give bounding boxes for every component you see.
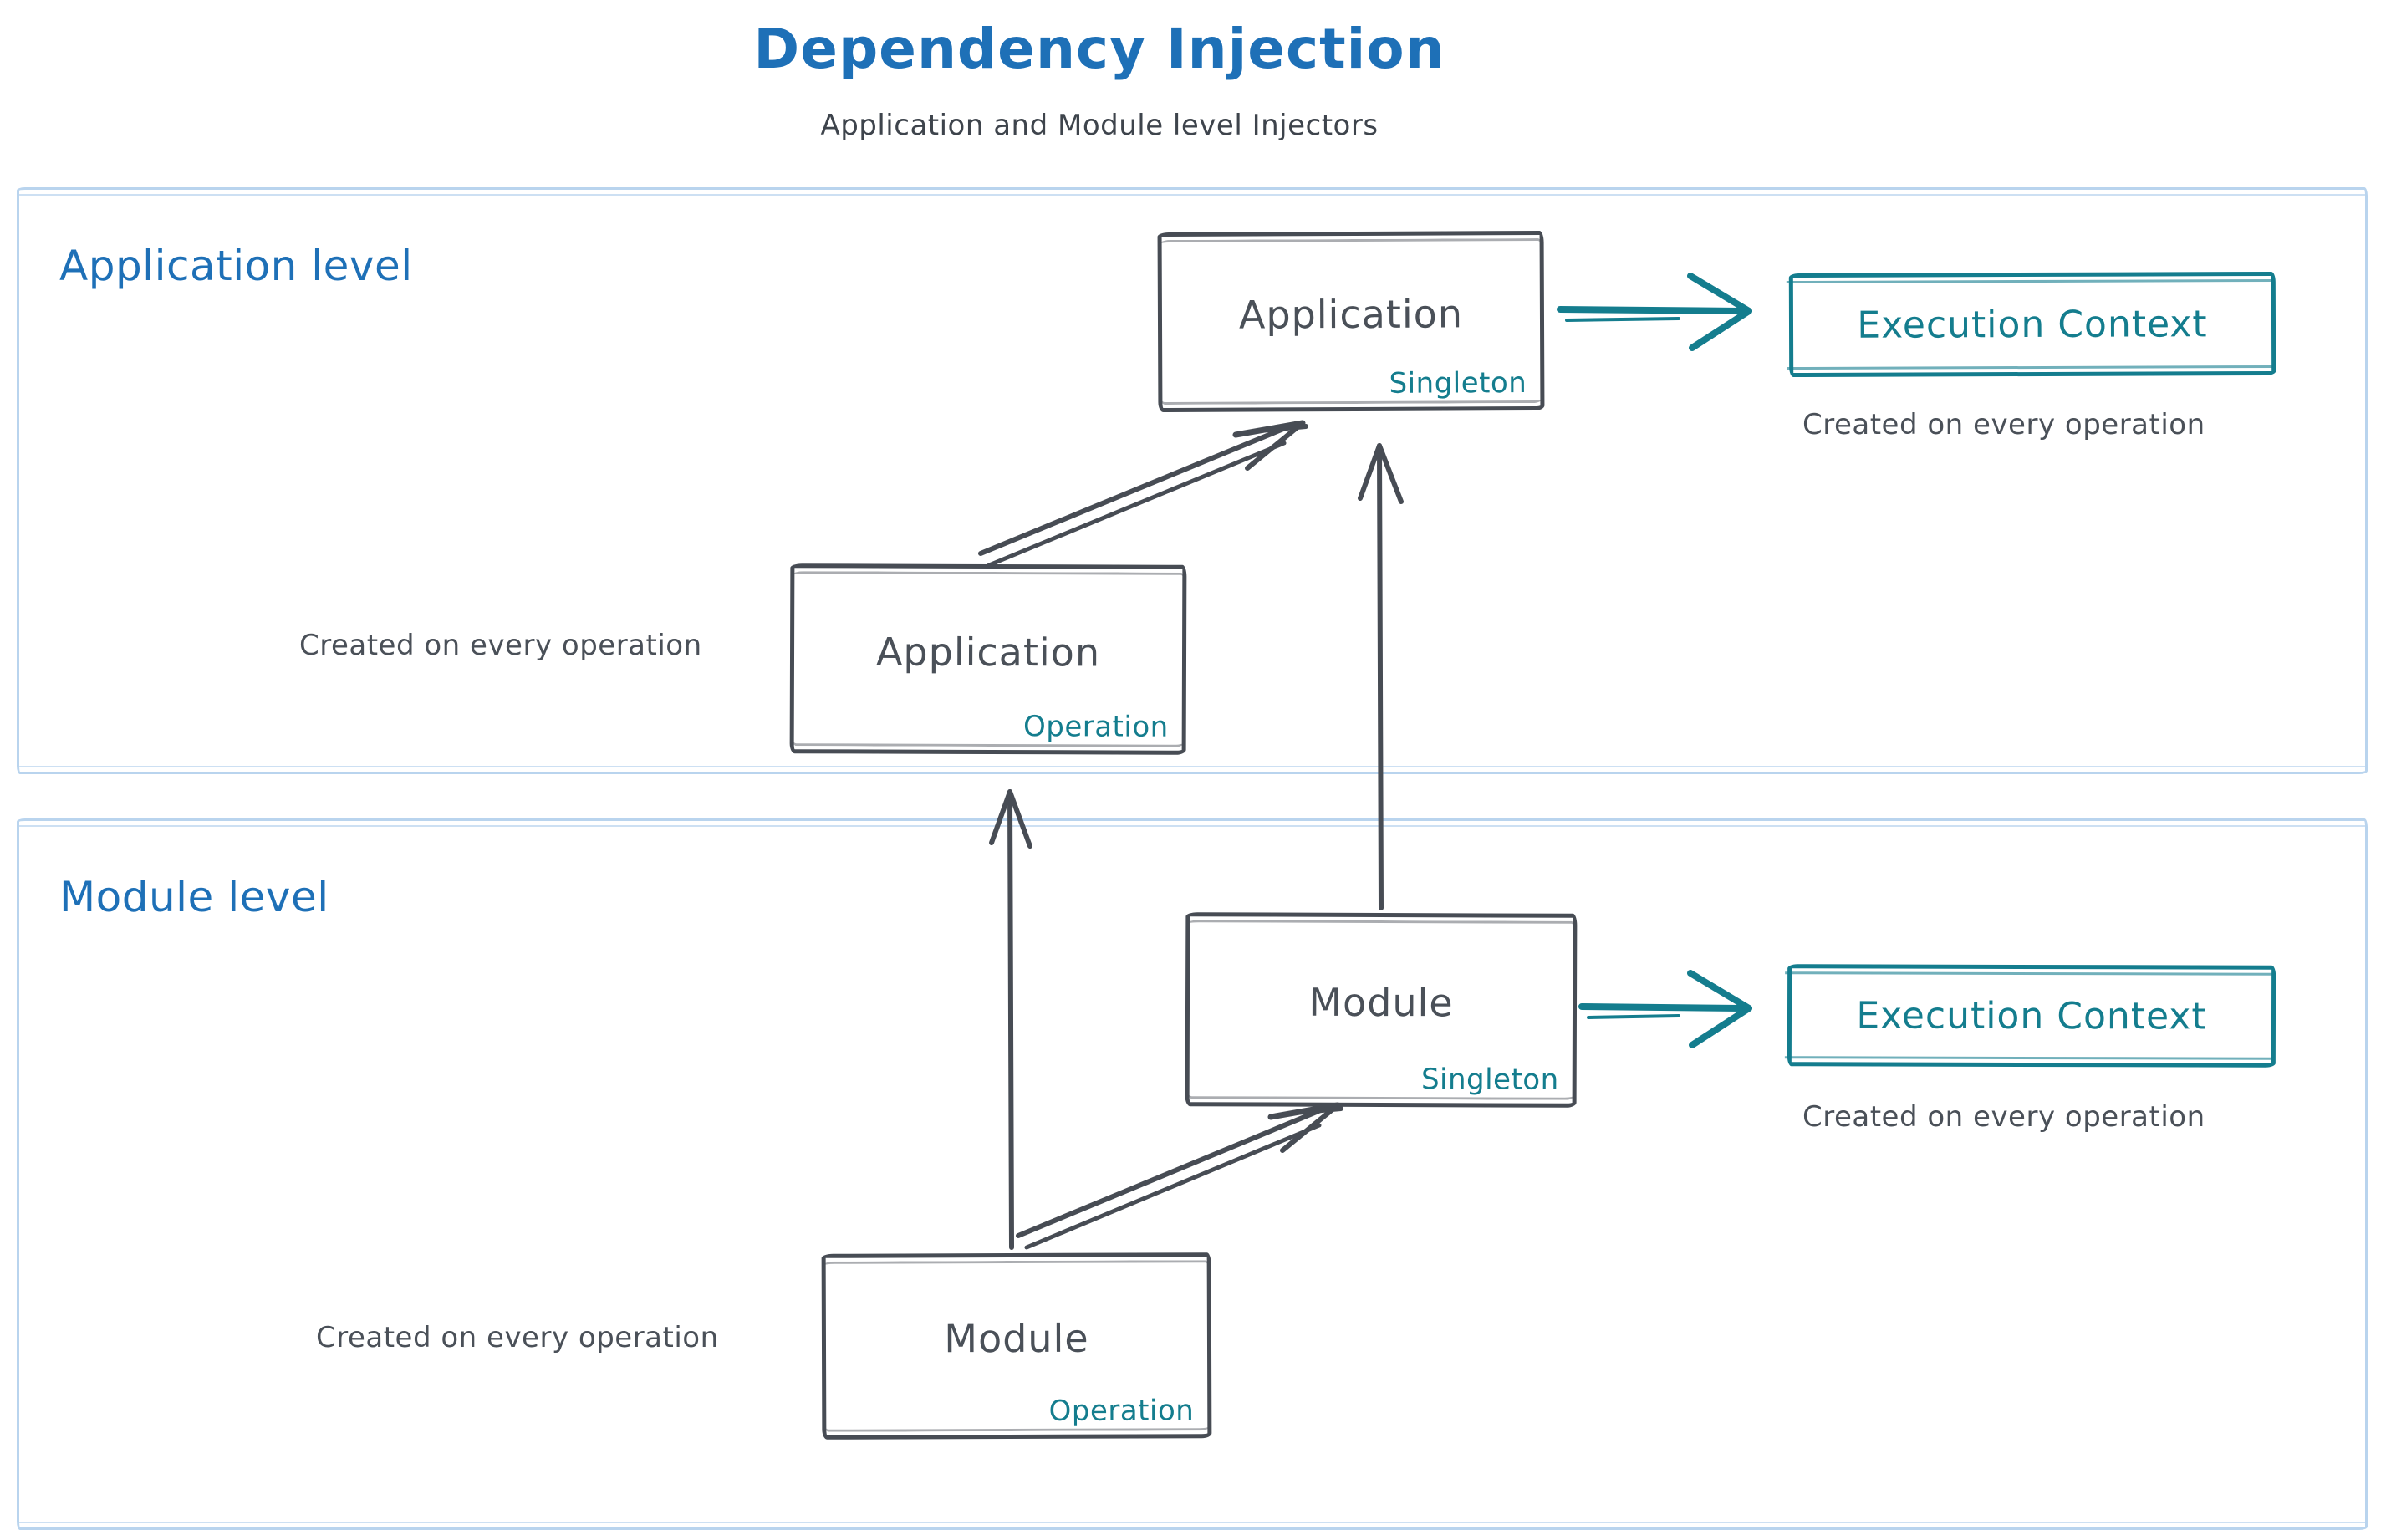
module-execution-context-label: Execution Context bbox=[1856, 993, 2207, 1038]
module-singleton-box: Module Singleton bbox=[1185, 912, 1578, 1108]
application-execution-context-caption: Created on every operation bbox=[1802, 408, 2205, 441]
application-singleton-title: Application bbox=[1238, 290, 1464, 338]
diagram-title: Dependency Injection bbox=[753, 17, 1445, 81]
module-operation-box: Module Operation bbox=[821, 1252, 1212, 1440]
application-level-container: Application level bbox=[17, 187, 2368, 774]
module-execution-context-box: Execution Context bbox=[1787, 964, 2276, 1068]
module-singleton-scope-label: Singleton bbox=[1420, 1063, 1559, 1097]
module-execution-context-caption: Created on every operation bbox=[1802, 1100, 2205, 1134]
module-level-label: Module level bbox=[59, 873, 329, 921]
module-singleton-title: Module bbox=[1308, 979, 1454, 1026]
module-operation-scope-label: Operation bbox=[1048, 1394, 1195, 1428]
application-operation-box: Application Operation bbox=[789, 563, 1187, 755]
diagram-subtitle: Application and Module level Injectors bbox=[820, 109, 1379, 142]
application-operation-scope-label: Operation bbox=[1022, 710, 1169, 744]
module-operation-caption: Created on every operation bbox=[316, 1321, 719, 1354]
application-execution-context-label: Execution Context bbox=[1857, 302, 2208, 347]
application-level-label: Application level bbox=[59, 242, 413, 290]
application-operation-title: Application bbox=[875, 629, 1101, 675]
application-singleton-box: Application Singleton bbox=[1157, 230, 1545, 413]
application-execution-context-box: Execution Context bbox=[1788, 271, 2276, 378]
module-operation-title: Module bbox=[944, 1315, 1089, 1362]
application-operation-caption: Created on every operation bbox=[299, 629, 702, 662]
module-level-container: Module level bbox=[17, 818, 2368, 1530]
application-singleton-scope-label: Singleton bbox=[1389, 366, 1527, 400]
